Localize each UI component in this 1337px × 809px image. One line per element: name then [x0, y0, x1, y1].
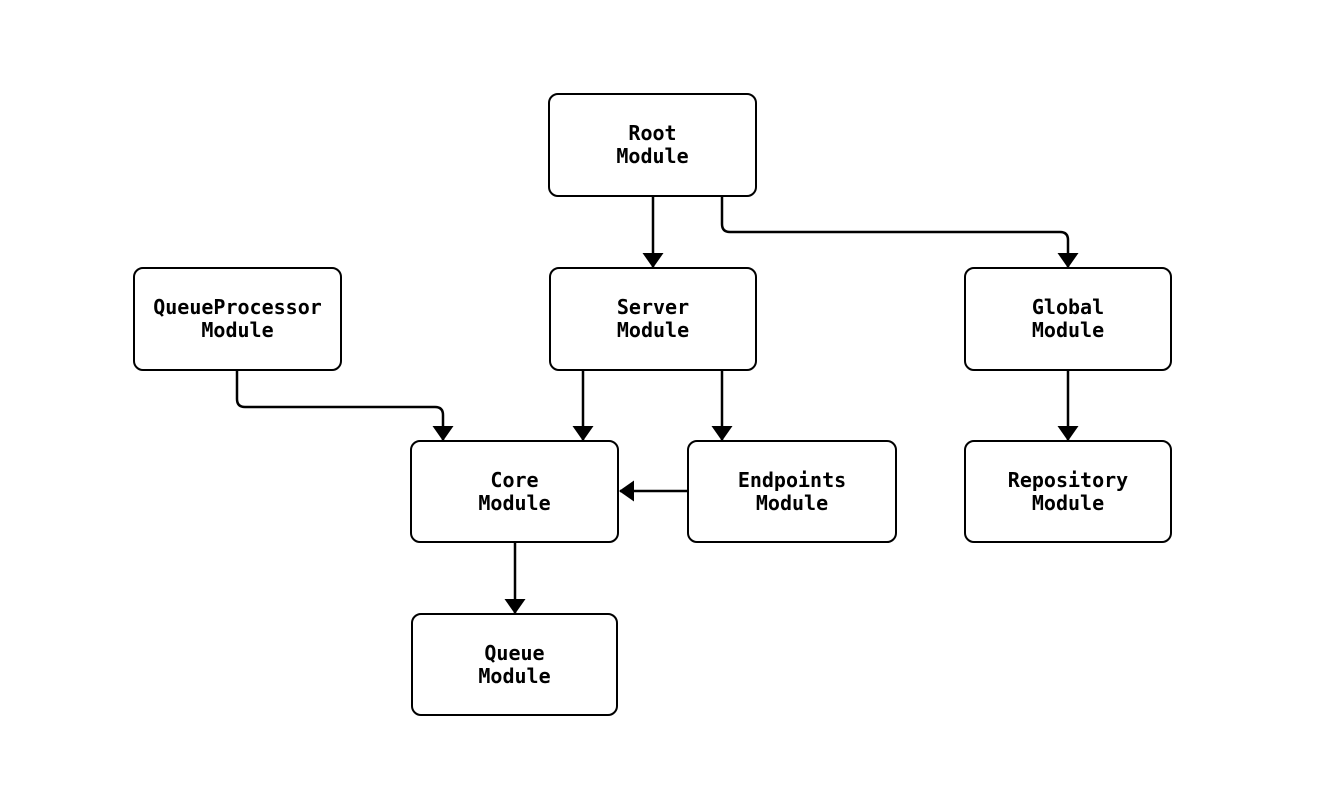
node-label-line: Core — [490, 467, 539, 492]
edges-group — [235, 197, 1079, 614]
node-label-line: Module — [478, 663, 551, 688]
node-label-line: Root — [628, 121, 677, 145]
edge-root-to-global — [720, 197, 1079, 268]
node-label-line: Repository — [1007, 467, 1129, 492]
node-label-line: Module — [1031, 490, 1105, 515]
node-label-line: Module — [755, 490, 829, 515]
node-label-line: Module — [1031, 318, 1105, 342]
node-label-line: Server — [616, 295, 690, 319]
node-label-line: Queue — [484, 640, 545, 665]
node-label-line: Module — [201, 318, 274, 342]
node-label-line: Module — [616, 318, 690, 342]
edge-queueprocessor-to-core — [235, 371, 454, 441]
node-label-line: QueueProcessor — [153, 295, 322, 319]
node-label-line: Endpoints — [737, 467, 847, 492]
node-label-line: Module — [616, 144, 689, 168]
node-label-line: Module — [478, 490, 551, 515]
node-label-line: Global — [1031, 295, 1105, 319]
